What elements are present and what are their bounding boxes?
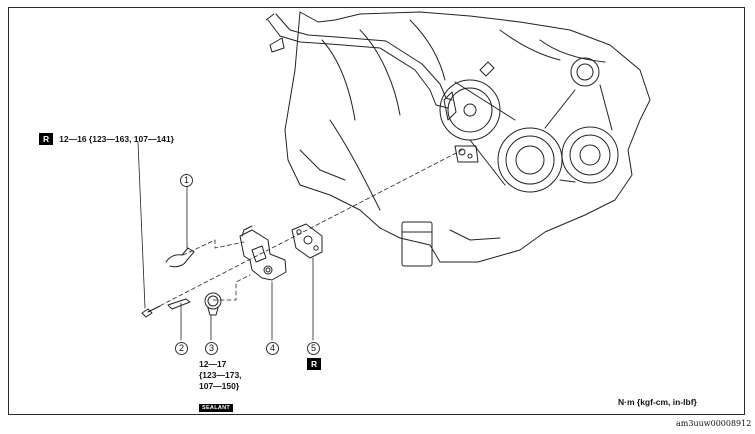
part-1-connector-drawing xyxy=(165,173,195,268)
figure-code: am3uuw00008912 xyxy=(676,419,752,428)
units-label: N·m {kgf-cm, in-lbf} xyxy=(618,397,697,407)
part-4-sensor-drawing xyxy=(239,225,287,341)
bolt-drawing xyxy=(141,305,161,318)
callout-2: 2 xyxy=(175,342,188,355)
callout-5: 5 xyxy=(307,342,320,355)
part-3-plug-drawing xyxy=(204,292,222,341)
part-3-torque-line-1: 12—17 xyxy=(199,359,227,369)
part-3-torque-spec: 12—17 {123—173, 107—150} xyxy=(199,359,242,392)
bolt-torque-text: 12—16 {123—163, 107—141} xyxy=(59,134,174,144)
part-3-torque-line-2: {123—173, xyxy=(199,370,242,380)
part-3-torque-line-3: 107—150} xyxy=(199,381,240,391)
engine-assembly-drawing xyxy=(265,11,651,267)
part-5-replace-mark: R xyxy=(307,358,322,370)
bolt-torque-spec: R 12—16 {123—163, 107—141} xyxy=(39,133,174,145)
sealant-badge: SEALANT xyxy=(199,404,234,412)
replace-mark: R xyxy=(39,133,54,145)
part-2-pin-drawing xyxy=(167,298,191,341)
part-5-gasket-drawing xyxy=(291,223,323,341)
callout-3: 3 xyxy=(205,342,218,355)
callout-4: 4 xyxy=(266,342,279,355)
callout-1: 1 xyxy=(180,174,193,187)
replace-mark-5: R xyxy=(307,358,322,370)
diagram-frame xyxy=(8,7,745,415)
